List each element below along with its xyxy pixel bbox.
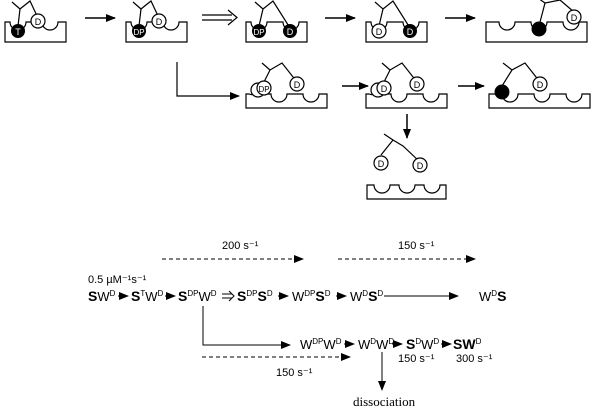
kinesin-tail (539, 0, 546, 4)
head-open (376, 80, 392, 96)
head-open (373, 155, 389, 171)
head-label-DP: DP (133, 28, 144, 37)
head-label-T: T (15, 27, 21, 37)
kinesin-tail (383, 133, 394, 141)
double-arrow (222, 290, 235, 302)
branch-connector (202, 306, 291, 349)
head-label-D: D (381, 84, 388, 94)
rate-label-top-left: 200 s⁻¹ (222, 240, 259, 252)
kinesin-neck (381, 62, 418, 87)
kinesin-neck (378, 0, 411, 29)
head-filled (531, 21, 547, 37)
head-label-D: D (35, 17, 42, 27)
head-label-D: D (376, 27, 383, 37)
microtubule-track (366, 184, 447, 200)
head-label-D: D (571, 13, 578, 23)
head-label-D: D (417, 161, 424, 171)
head-open (289, 76, 305, 92)
species-STWD: STWD (131, 288, 164, 304)
species-SDPSD: SDPSD (237, 288, 273, 304)
species-WDS: WDS (479, 288, 506, 304)
head-filled (11, 24, 25, 38)
head-label-D: D (537, 80, 544, 90)
kinesin-tail (374, 1, 384, 10)
kinesin-tail (254, 1, 264, 10)
head-label-DP: DP (253, 28, 264, 37)
kinesin-neck (138, 0, 160, 27)
kinesin-tail (502, 62, 513, 71)
cartoon-panel-3: DP D (245, 0, 308, 43)
head-label-DP: DP (258, 85, 269, 94)
species-SDPWD: SDPWD (178, 288, 217, 304)
cartoon-panel-1: T D (4, 0, 67, 43)
branch-connector (176, 62, 240, 100)
head-open (409, 76, 425, 92)
species-SDWD: SDWD (406, 336, 439, 352)
head-open (256, 80, 272, 96)
kinesin-neck (261, 62, 298, 87)
microtubule-track (488, 93, 591, 109)
rate-label-bottom-left: 150 s⁻¹ (276, 367, 313, 379)
species-WDSD: WDSD (350, 288, 383, 304)
cartoon-panel-7: D D (365, 62, 448, 109)
kinesin-tail (11, 1, 21, 10)
head-open (412, 157, 428, 173)
head-filled (283, 24, 297, 38)
head-open (532, 76, 548, 92)
double-arrow (202, 9, 238, 26)
cartoon-panel-8: D (488, 62, 591, 109)
head-open (30, 13, 46, 29)
binding-rate-label: 0.5 µM⁻¹s⁻¹ (88, 274, 147, 286)
kinesin-neck (538, 0, 575, 27)
head-label-D: D (407, 27, 414, 37)
species-SWD-final: SWD (453, 336, 482, 352)
head-filled (403, 24, 417, 38)
kinesin-neck (17, 0, 39, 27)
head-label-D: D (378, 159, 385, 169)
kinesin-neck (501, 62, 541, 87)
head-open (371, 23, 387, 39)
kinesin-tail (381, 62, 391, 71)
cartoon-panel-4: D D (365, 0, 428, 43)
species-WDPWD: WDPWD (300, 337, 342, 352)
cartoon-panel-6: DP D (245, 62, 328, 109)
kinesin-neck (380, 139, 421, 163)
species-WDPSD: WDPSD (292, 288, 331, 304)
head-filled (252, 24, 266, 38)
rate-label-top-right: 150 s⁻¹ (398, 240, 435, 252)
head-open (151, 13, 167, 29)
kinesin-tail (132, 1, 142, 10)
head-filled (132, 24, 146, 38)
cartoon-panel-9-dissociated: D D (366, 133, 447, 200)
cartoon-panel-2: DP D (125, 0, 188, 43)
head-label-D: D (294, 80, 301, 90)
rate-label-under-SDWD: 150 s⁻¹ (398, 353, 435, 365)
kinesin-neck (258, 0, 291, 29)
head-label-D: D (414, 80, 421, 90)
cartoon-panel-5: D (485, 0, 588, 43)
head-filled (494, 84, 510, 100)
head-label-D: D (156, 17, 163, 27)
rate-label-under-SWD: 300 s⁻¹ (456, 353, 493, 365)
species-WDWD: WDWD (358, 337, 394, 352)
head-label-D: D (287, 27, 294, 37)
head-open (566, 9, 582, 25)
species-SWD: SWD (88, 288, 116, 304)
dissociation-label: dissociation (353, 394, 416, 409)
kinesin-tail (261, 62, 271, 71)
